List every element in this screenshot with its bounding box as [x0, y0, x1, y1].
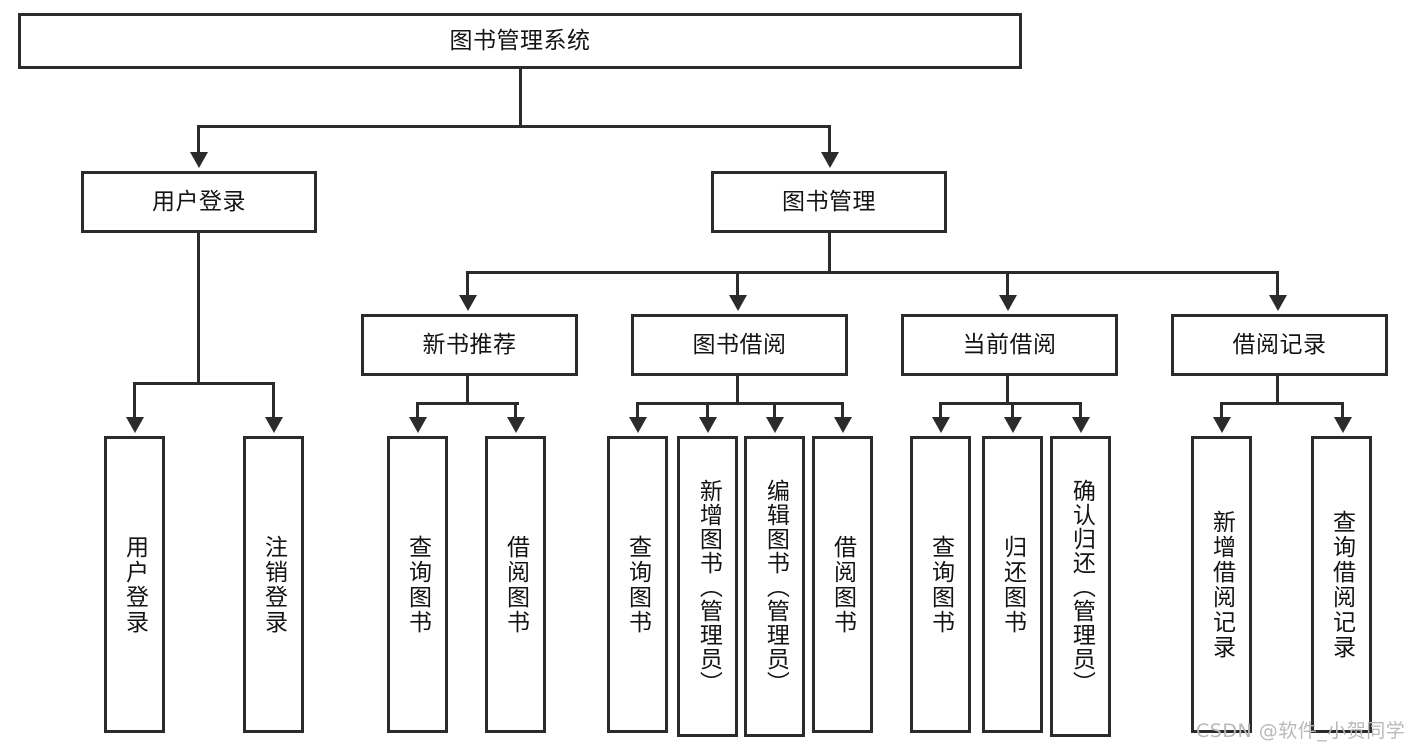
node-current-borrow-label: 当前借阅	[962, 331, 1057, 358]
leaf-return-book[interactable]: 归还图书	[982, 436, 1043, 733]
connector-bm-drop-3	[1006, 271, 1009, 296]
connector-bb-drop-3	[773, 402, 776, 418]
arrowhead-leaf-borrow-book-2	[834, 417, 852, 433]
connector-user-login-bus	[133, 382, 275, 385]
connector-root-to-user-login	[197, 125, 200, 153]
connector-nbr-stem	[466, 376, 469, 402]
connector-book-manage-bus	[466, 271, 1278, 274]
node-current-borrow[interactable]: 当前借阅	[901, 314, 1118, 376]
leaf-query-borrow-record[interactable]: 查询借阅记录	[1311, 436, 1372, 733]
arrowhead-leaf-borrow-book-1	[507, 417, 525, 433]
node-root[interactable]: 图书管理系统	[18, 13, 1022, 69]
connector-cb-drop-2	[1011, 402, 1014, 418]
connector-nbr-bus	[416, 402, 519, 405]
leaf-borrow-book-1-label: 借阅图书	[502, 534, 529, 635]
leaf-add-borrow-record-label: 新增借阅记录	[1208, 509, 1235, 660]
leaf-user-login-label: 用户登录	[121, 534, 148, 635]
leaf-confirm-return-admin-label: 确认归还（管理员）	[1068, 478, 1095, 695]
connector-bb-drop-2	[706, 402, 709, 418]
node-borrow-record-label: 借阅记录	[1232, 331, 1327, 358]
arrowhead-leaf-confirm-return-admin	[1072, 417, 1090, 433]
leaf-borrow-book-2-label: 借阅图书	[829, 534, 856, 635]
leaf-query-book-3[interactable]: 查询图书	[910, 436, 971, 733]
leaf-return-book-label: 归还图书	[999, 534, 1026, 635]
connector-bb-drop-4	[841, 402, 844, 418]
connector-user-login-drop-1	[133, 382, 136, 418]
leaf-query-book-1[interactable]: 查询图书	[387, 436, 448, 733]
connector-root-stem	[519, 69, 522, 125]
leaf-query-borrow-record-label: 查询借阅记录	[1328, 509, 1355, 660]
arrowhead-leaf-query-book-3	[932, 417, 950, 433]
connector-book-manage-stem	[828, 233, 831, 271]
leaf-query-book-2-label: 查询图书	[624, 534, 651, 635]
connector-br-bus	[1220, 402, 1344, 405]
node-root-label: 图书管理系统	[449, 27, 591, 54]
connector-bb-drop-1	[636, 402, 639, 418]
node-new-book-recommend-label: 新书推荐	[422, 331, 517, 358]
connector-user-login-stem	[197, 233, 200, 382]
arrowhead-current-borrow	[999, 295, 1017, 311]
arrowhead-book-borrow	[729, 295, 747, 311]
node-book-manage[interactable]: 图书管理	[711, 171, 947, 233]
leaf-edit-book-admin-label: 编辑图书（管理员）	[762, 478, 789, 695]
arrowhead-leaf-user-logout	[265, 417, 283, 433]
arrowhead-leaf-add-borrow-record	[1213, 417, 1231, 433]
arrowhead-user-login	[190, 152, 208, 168]
leaf-query-book-1-label: 查询图书	[404, 534, 431, 635]
arrowhead-leaf-query-borrow-record	[1334, 417, 1352, 433]
arrowhead-leaf-query-book-1	[409, 417, 427, 433]
connector-bb-stem	[736, 376, 739, 402]
leaf-query-book-3-label: 查询图书	[927, 534, 954, 635]
connector-br-stem	[1276, 376, 1279, 402]
arrowhead-leaf-query-book-2	[629, 417, 647, 433]
arrowhead-book-manage	[821, 152, 839, 168]
connector-cb-drop-3	[1079, 402, 1082, 418]
leaf-borrow-book-2[interactable]: 借阅图书	[812, 436, 873, 733]
connector-bm-drop-2	[736, 271, 739, 296]
leaf-user-logout-label: 注销登录	[260, 534, 287, 635]
node-user-login-label: 用户登录	[152, 188, 246, 215]
connector-cb-stem	[1006, 376, 1009, 402]
node-new-book-recommend[interactable]: 新书推荐	[361, 314, 578, 376]
connector-bm-drop-4	[1276, 271, 1279, 296]
connector-nbr-drop-2	[514, 402, 517, 418]
arrowhead-leaf-user-login	[126, 417, 144, 433]
arrowhead-leaf-add-book-admin	[699, 417, 717, 433]
leaf-query-book-2[interactable]: 查询图书	[607, 436, 668, 733]
connector-br-drop-2	[1341, 402, 1344, 418]
node-user-login[interactable]: 用户登录	[81, 171, 317, 233]
connector-cb-bus	[939, 402, 1081, 405]
connector-br-drop-1	[1220, 402, 1223, 418]
connector-nbr-drop-1	[416, 402, 419, 418]
leaf-add-book-admin[interactable]: 新增图书（管理员）	[677, 436, 738, 737]
node-book-borrow-label: 图书借阅	[692, 331, 787, 358]
connector-root-bus	[197, 125, 831, 128]
arrowhead-borrow-record	[1269, 295, 1287, 311]
leaf-confirm-return-admin[interactable]: 确认归还（管理员）	[1050, 436, 1111, 737]
connector-root-to-book-manage	[828, 125, 831, 153]
node-book-manage-label: 图书管理	[782, 188, 876, 215]
connector-bb-bus	[636, 402, 843, 405]
arrowhead-new-book-recommend	[459, 295, 477, 311]
leaf-add-borrow-record[interactable]: 新增借阅记录	[1191, 436, 1252, 733]
leaf-user-login[interactable]: 用户登录	[104, 436, 165, 733]
connector-user-login-drop-2	[272, 382, 275, 418]
node-book-borrow[interactable]: 图书借阅	[631, 314, 848, 376]
connector-cb-drop-1	[939, 402, 942, 418]
connector-bm-drop-1	[466, 271, 469, 296]
csdn-watermark: CSDN @软件_小贺同学	[1196, 720, 1405, 742]
leaf-borrow-book-1[interactable]: 借阅图书	[485, 436, 546, 733]
node-borrow-record[interactable]: 借阅记录	[1171, 314, 1388, 376]
leaf-edit-book-admin[interactable]: 编辑图书（管理员）	[744, 436, 805, 737]
leaf-add-book-admin-label: 新增图书（管理员）	[695, 478, 722, 695]
arrowhead-leaf-return-book	[1004, 417, 1022, 433]
leaf-user-logout[interactable]: 注销登录	[243, 436, 304, 733]
arrowhead-leaf-edit-book-admin	[766, 417, 784, 433]
